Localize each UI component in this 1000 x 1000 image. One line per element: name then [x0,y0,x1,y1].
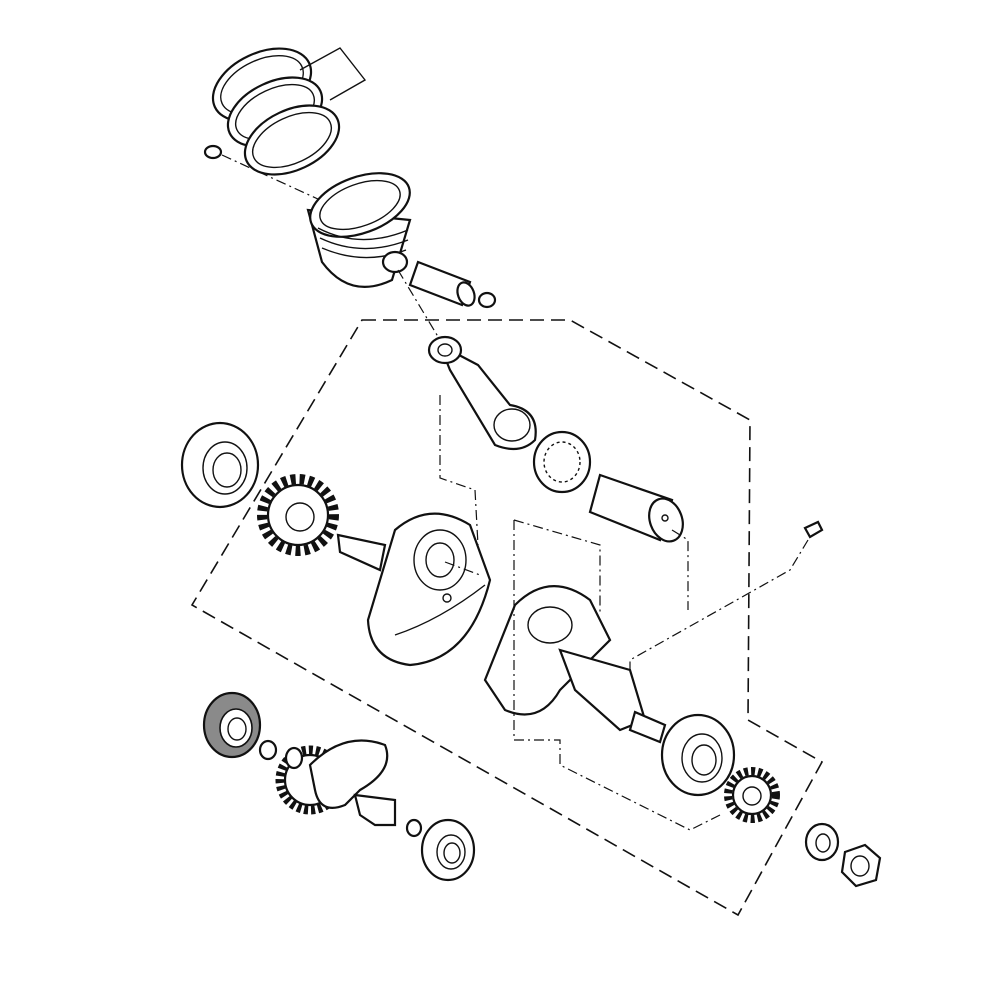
connecting-rod [427,335,537,451]
circlip [477,291,497,309]
crankshaft-assembled [275,739,397,827]
drive-gear [257,474,339,556]
ball-bearing [660,713,736,797]
circlip [203,144,223,160]
assembly-outline [190,319,824,917]
piston-rings [211,47,367,176]
needle-bearing [532,430,592,494]
piston [306,172,412,288]
piston-pin [408,260,476,307]
nut [840,843,882,888]
washer [804,822,840,862]
bearing-shaded [202,691,262,759]
woodruff-key [803,520,824,539]
ball-bearing [420,818,476,882]
timing-gear [724,767,780,823]
crankshaft-right-half [483,585,667,744]
o-ring [405,818,423,838]
o-ring [258,739,278,761]
ball-bearing [180,421,260,509]
crank-pin [588,473,684,543]
crankshaft-left-half [336,512,492,667]
